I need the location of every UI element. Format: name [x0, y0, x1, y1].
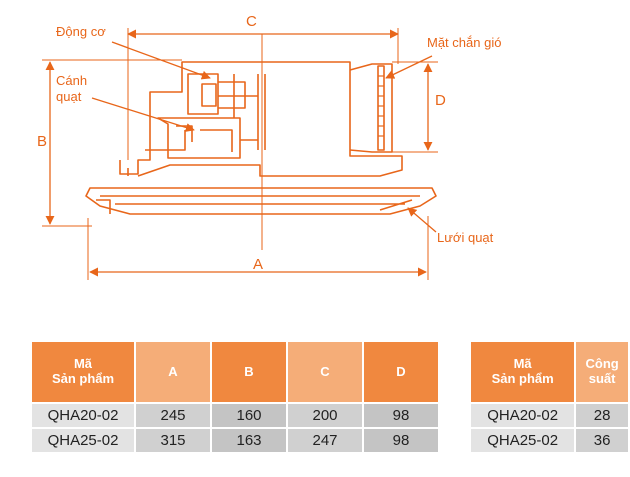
table-row: QHA20-02 245 160 200 98 — [32, 404, 438, 427]
product-code-cell: QHA25-02 — [32, 429, 134, 452]
label-grille: Lưới quạt — [437, 230, 494, 245]
power-cell: 28 — [576, 404, 628, 427]
leader-blade — [91, 97, 195, 132]
label-blade-line2: quạt — [56, 89, 82, 104]
value-cell-a: 315 — [136, 429, 210, 452]
header-product-code: Mã Sản phẩm — [32, 342, 134, 402]
motor-block — [187, 73, 219, 115]
grille-plate — [85, 187, 437, 215]
fan-blade-outline — [157, 117, 241, 159]
power-cell: 36 — [576, 429, 628, 452]
header-product-code: Mã Sản phẩm — [471, 342, 575, 402]
baffle-teeth — [378, 75, 384, 137]
table-row: QHA25-02 315 163 247 98 — [32, 429, 438, 452]
label-baffle: Mặt chắn gió — [427, 35, 502, 50]
product-code-cell: QHA25-02 — [471, 429, 575, 452]
dimension-label-b: B — [37, 133, 48, 150]
outlet-collar — [349, 63, 393, 153]
value-cell-c: 200 — [288, 404, 362, 427]
leader-motor — [111, 41, 211, 80]
dimension-label-c: C — [246, 13, 257, 30]
value-cell-b: 163 — [212, 429, 286, 452]
header-d: D — [364, 342, 438, 402]
power-table: Mã Sản phẩm Công suất QHA20-02 28 QHA25-… — [469, 340, 630, 454]
housing-outline — [119, 61, 403, 177]
dimension-label-d: D — [435, 92, 446, 109]
product-code-cell: QHA20-02 — [32, 404, 134, 427]
fan-technical-drawing — [42, 28, 438, 280]
value-cell-d: 98 — [364, 429, 438, 452]
value-cell-a: 245 — [136, 404, 210, 427]
table-row: QHA25-02 36 — [471, 429, 628, 452]
header-power: Công suất — [576, 342, 628, 402]
leader-baffle — [385, 55, 433, 79]
label-motor: Động cơ — [56, 24, 106, 39]
label-blade-line1: Cánh — [56, 73, 88, 88]
header-b: B — [212, 342, 286, 402]
table-row: QHA20-02 28 — [471, 404, 628, 427]
value-cell-c: 247 — [288, 429, 362, 452]
value-cell-d: 98 — [364, 404, 438, 427]
value-cell-b: 160 — [212, 404, 286, 427]
header-a: A — [136, 342, 210, 402]
dimension-label-a: A — [253, 256, 264, 273]
product-code-cell: QHA20-02 — [471, 404, 575, 427]
leader-grille — [407, 207, 437, 233]
dimensions-table: Mã Sản phẩm A B C D QHA20-02 245 160 200… — [30, 340, 440, 454]
header-c: C — [288, 342, 362, 402]
